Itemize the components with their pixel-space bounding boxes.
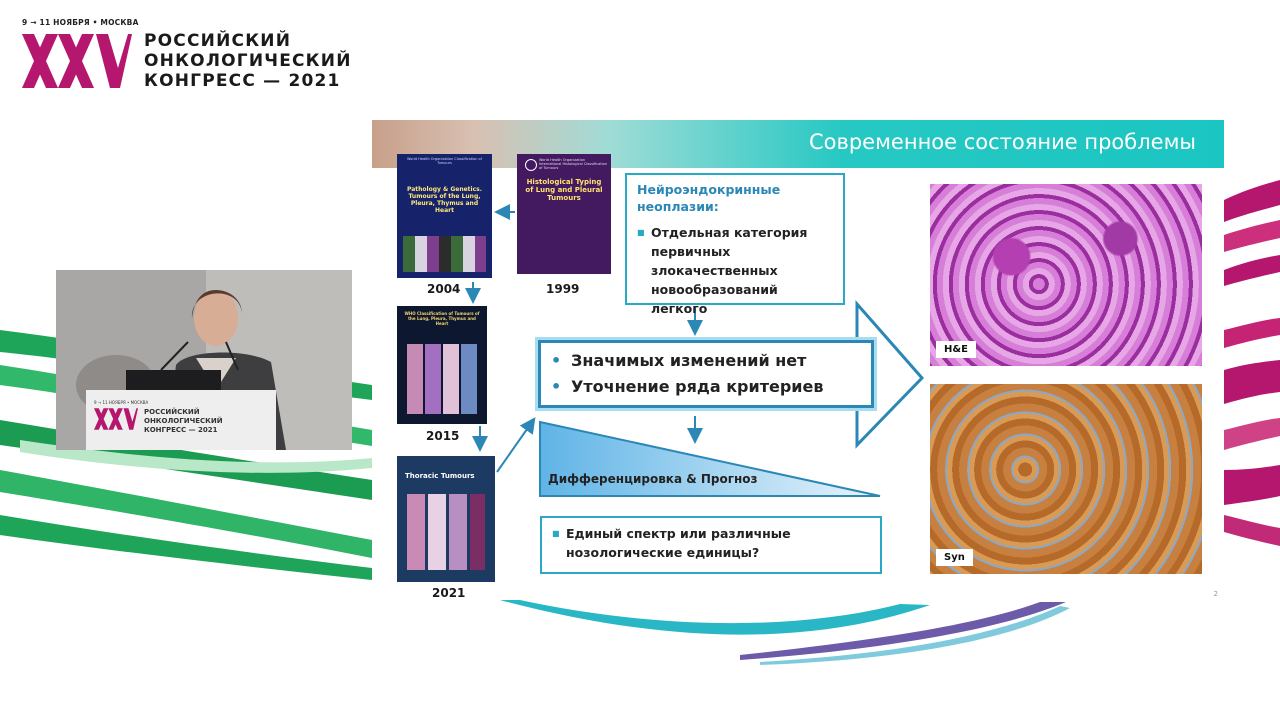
question-bullet: Единый спектр или различные нозологическ…	[552, 524, 870, 562]
book-cover-2021: Thoracic Tumours	[397, 456, 495, 582]
podium-logo: 9 → 11 НОЯБРЯ • МОСКВА РОССИЙСКИЙ ОНКОЛО…	[94, 400, 264, 444]
flow-arrows	[465, 204, 925, 497]
podium-xxv-logo	[94, 408, 138, 430]
main-point-2: Уточнение ряда критериев	[541, 374, 871, 400]
syn-stain-label: Syn	[936, 549, 973, 566]
slide-header: Современное состояние проблемы	[372, 120, 1224, 168]
congress-date: 9 → 11 НОЯБРЯ • МОСКВА	[22, 18, 139, 27]
book-cover-1999: World Health Organization International …	[517, 154, 611, 274]
neuro-title-line-2: неоплазии:	[637, 199, 719, 214]
book-year-2015: 2015	[426, 429, 460, 443]
main-points-box: Значимых изменений нет Уточнение ряда кр…	[538, 340, 874, 408]
book-year-1999: 1999	[546, 282, 580, 296]
syn-stain-image: Syn	[930, 384, 1202, 574]
congress-title: РОССИЙСКИЙ ОНКОЛОГИЧЕСКИЙ КОНГРЕСС — 202…	[144, 31, 352, 91]
neuro-bullet: Отдельная категория первичных злокачеств…	[637, 223, 833, 318]
main-point-1: Значимых изменений нет	[541, 348, 871, 374]
podium-title: РОССИЙСКИЙ ОНКОЛОГИЧЕСКИЙ КОНГРЕСС — 202…	[144, 408, 223, 434]
slide-title: Современное состояние проблемы	[808, 130, 1196, 154]
slide-page-number: 2	[1213, 590, 1218, 598]
question-box: Единый спектр или различные нозологическ…	[540, 516, 882, 574]
book-cover-2004: World Health Organization Classification…	[397, 154, 492, 278]
podium-date: 9 → 11 НОЯБРЯ • МОСКВА	[94, 400, 149, 405]
congress-logo: 9 → 11 НОЯБРЯ • МОСКВА РОССИЙСКИЙ ОНКОЛО…	[22, 18, 352, 93]
he-stain-image: H&E	[930, 184, 1202, 366]
speaker-video: 9 → 11 НОЯБРЯ • МОСКВА РОССИЙСКИЙ ОНКОЛО…	[56, 270, 352, 450]
book-cover-2015: WHO Classification of Tumours of the Lun…	[397, 306, 487, 424]
book-year-2004: 2004	[427, 282, 461, 296]
he-stain-label: H&E	[936, 341, 976, 358]
congress-xxv-logo	[22, 34, 132, 88]
presentation-slide: Современное состояние проблемы World Hea…	[372, 120, 1224, 600]
neuroendocrine-box: Нейроэндокринные неоплазии: Отдельная ка…	[625, 173, 845, 316]
triangle-label: Дифференцировка & Прогноз	[548, 472, 758, 486]
book-year-2021: 2021	[432, 586, 466, 600]
neuro-title-line-1: Нейроэндокринные	[637, 182, 781, 197]
